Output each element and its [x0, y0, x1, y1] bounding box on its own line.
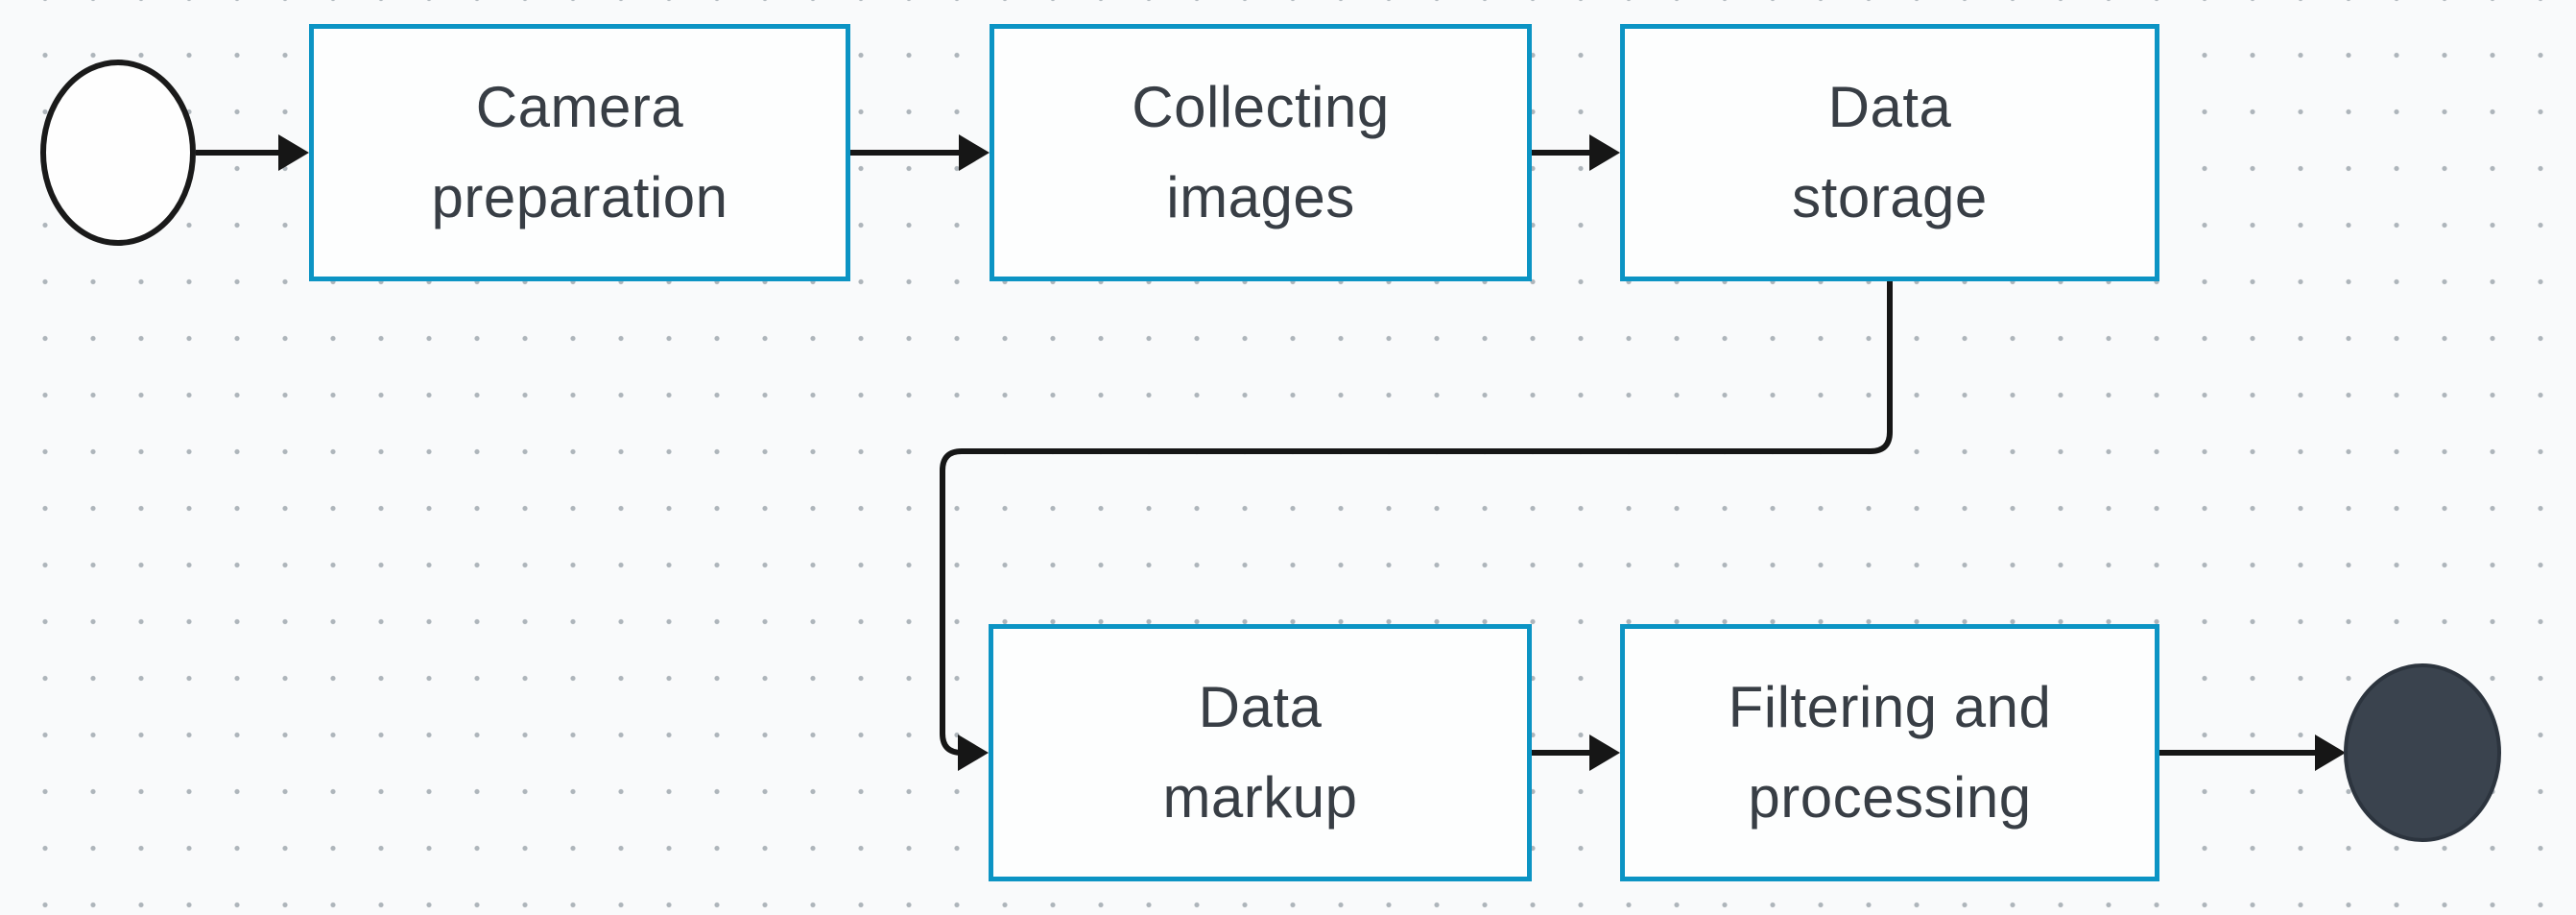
node-label-line: Data — [1827, 75, 1952, 139]
edge-data-storage-to-data-markup — [940, 281, 1893, 771]
edge-data-markup-to-filtering-processing — [1532, 734, 1620, 771]
node-filtering-processing: Filtering and processing — [1620, 624, 2159, 881]
node-label-line: processing — [1748, 765, 2032, 830]
arrowhead-icon — [278, 134, 309, 171]
arrowhead-icon — [1589, 734, 1620, 771]
node-label-line: Filtering and — [1728, 675, 2052, 739]
node-data-markup: Data markup — [989, 624, 1532, 881]
edge-camera-preparation-to-collecting-images — [850, 134, 990, 171]
arrowhead-icon — [2315, 734, 2346, 771]
node-label-line: markup — [1162, 765, 1358, 830]
node-label-line: images — [1166, 165, 1355, 229]
edge-filtering-processing-to-end — [2159, 734, 2346, 771]
node-label-line: Data — [1198, 675, 1323, 739]
arrowhead-icon — [958, 734, 989, 771]
node-label-line: Camera — [475, 75, 684, 139]
node-label-line: Collecting — [1132, 75, 1390, 139]
end-event-circle — [2344, 663, 2501, 842]
edge-collecting-images-to-data-storage — [1532, 134, 1620, 171]
node-camera-preparation: Camera preparation — [309, 24, 850, 281]
node-label-line: storage — [1792, 165, 1988, 229]
edge-start-to-camera-preparation — [196, 134, 309, 171]
node-label-line: preparation — [431, 165, 728, 229]
node-data-storage: Data storage — [1620, 24, 2159, 281]
node-collecting-images: Collecting images — [990, 24, 1532, 281]
edge-line — [940, 281, 1893, 756]
arrowhead-icon — [959, 134, 990, 171]
start-event-circle — [40, 60, 196, 246]
arrowhead-icon — [1589, 134, 1620, 171]
